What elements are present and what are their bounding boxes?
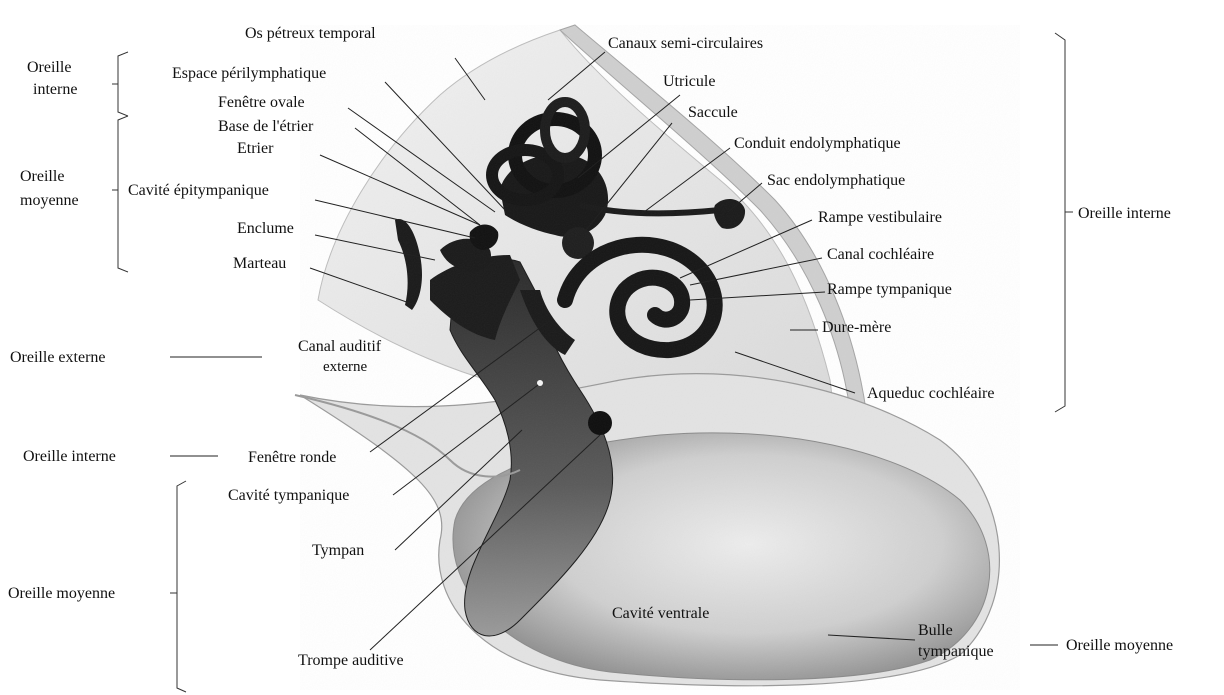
region-middle-ear-top-1: Oreille (20, 168, 64, 185)
label-os-petreux: Os pétreux temporal (245, 25, 376, 42)
label-bulle-tympanique: tympanique (918, 643, 994, 660)
label-espace: Espace périlymphatique (172, 65, 326, 82)
bracket-inner-ear-right (1055, 33, 1065, 412)
label-rampe-tymp: Rampe tympanique (827, 281, 952, 298)
region-middle-ear-top-2: moyenne (20, 192, 79, 209)
label-base-etrier: Base de l'étrier (218, 118, 314, 135)
label-fenetre-ovale: Fenêtre ovale (218, 94, 305, 111)
label-canaux: Canaux semi-circulaires (608, 35, 763, 52)
region-inner-ear-top-2: interne (33, 81, 77, 98)
label-aqueduc: Aqueduc cochléaire (867, 385, 994, 402)
region-middle-ear-left: Oreille moyenne (8, 585, 115, 602)
label-conduit: Conduit endolymphatique (734, 135, 901, 152)
label-utricule: Utricule (663, 73, 715, 90)
region-inner-ear-left: Oreille interne (23, 448, 116, 465)
region-middle-ear-right: Oreille moyenne (1066, 637, 1173, 654)
bracket-middle-ear-bottom (177, 481, 186, 692)
region-inner-ear-right: Oreille interne (1078, 205, 1171, 222)
label-fenetre-ronde: Fenêtre ronde (248, 449, 336, 466)
region-inner-ear-top-1: Oreille (27, 59, 71, 76)
label-canal-auditif-externe: externe (323, 359, 367, 375)
label-cavite-tymp: Cavité tympanique (228, 487, 349, 504)
label-etrier: Etrier (237, 140, 274, 157)
label-saccule: Saccule (688, 104, 738, 121)
label-marteau: Marteau (233, 255, 286, 272)
label-rampe-vest: Rampe vestibulaire (818, 209, 942, 226)
label-bulle: Bulle (918, 622, 953, 639)
label-sac: Sac endolymphatique (767, 172, 905, 189)
anatomy-illustration (295, 25, 1020, 690)
label-enclume: Enclume (237, 220, 294, 237)
bracket-inner-ear-top (118, 52, 128, 116)
label-cavite-epi: Cavité épitympanique (128, 182, 269, 199)
label-dure-mere: Dure-mère (822, 319, 891, 336)
label-canal-auditif: Canal auditif (298, 338, 382, 355)
bracket-middle-ear-top (118, 116, 128, 272)
label-cavite-ventrale: Cavité ventrale (612, 605, 709, 622)
label-canal-coch: Canal cochléaire (827, 246, 934, 263)
label-tympan: Tympan (312, 542, 364, 559)
label-trompe: Trompe auditive (298, 652, 404, 669)
region-outer-ear: Oreille externe (10, 349, 106, 366)
